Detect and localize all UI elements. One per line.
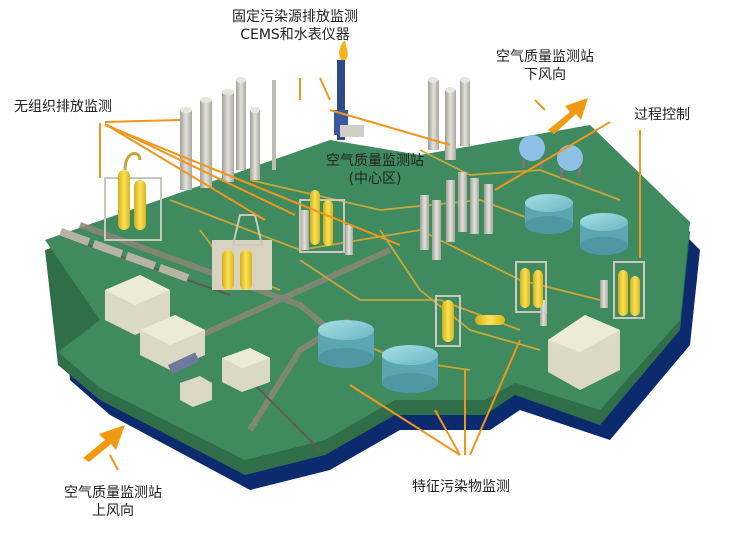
- label-downwind-station: 空气质量监测站 下风向: [496, 48, 594, 84]
- label-downwind-line2: 下风向: [524, 67, 566, 83]
- label-upwind-station: 空气质量监测站 上风向: [64, 484, 162, 520]
- label-fixed-source-line1: 固定污染源排放监测: [232, 9, 358, 25]
- storage-tanks: [318, 194, 628, 393]
- reactor-frames: [104, 152, 645, 347]
- label-fugitive-emission: 无组织排放监测: [14, 99, 112, 115]
- label-fixed-source: 固定污染源排放监测 CEMS和水表仪器: [232, 8, 358, 44]
- cems-stack: [334, 40, 364, 140]
- label-characteristic-pollutant: 特征污染物监测: [412, 479, 510, 495]
- label-upwind-line1: 空气质量监测站: [64, 485, 162, 501]
- label-downwind-line1: 空气质量监测站: [496, 49, 594, 65]
- label-process-control: 过程控制: [634, 107, 690, 123]
- label-upwind-line2: 上风向: [92, 503, 134, 519]
- arrow-icon: [83, 98, 588, 462]
- label-center-line2: (中心区): [348, 171, 402, 187]
- label-center-station: 空气质量监测站 (中心区): [326, 152, 424, 188]
- label-fixed-source-line2: CEMS和水表仪器: [240, 27, 350, 43]
- callout-lines: [99, 77, 641, 471]
- train: [59, 227, 200, 375]
- label-center-line1: 空气质量监测站: [326, 153, 424, 169]
- flame-icon: [339, 40, 348, 60]
